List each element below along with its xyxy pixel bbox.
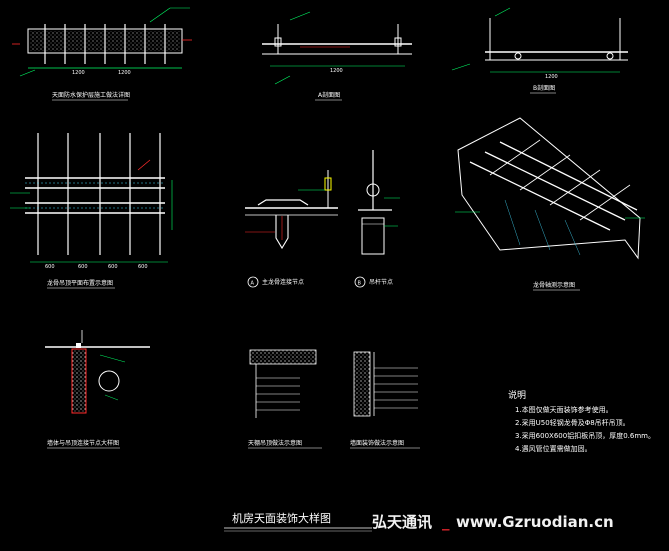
- detail-A-node-label: A 主龙骨连接节点: [247, 276, 304, 288]
- detail-A-node-caption: 主龙骨连接节点: [262, 278, 304, 286]
- note-item-2: 2.采用U50轻钢龙骨及Φ8吊杆吊顶。: [515, 418, 630, 427]
- note-item-1: 1.本图仅做天面装饰参考使用。: [515, 405, 613, 414]
- detail-1-drawing: 1200 1200: [12, 7, 192, 101]
- detail-A-drawing: 1200: [262, 11, 412, 101]
- note-item-3: 3.采用600X600铝扣板吊顶，厚度0.6mm。: [515, 431, 655, 440]
- detail-1-caption: 天面防水保护层施工做法详图: [52, 91, 130, 99]
- detail-grid-caption: 龙骨吊顶平面布置示意图: [47, 279, 113, 287]
- detail-wallfinish-caption: 墙面装饰做法示意图: [350, 439, 404, 447]
- detail-ceiling-drawing: [248, 349, 322, 449]
- notes-block: 说明 1.本图仅做天面装饰参考使用。 2.采用U50轻钢龙骨及Φ8吊杆吊顶。 3…: [508, 389, 655, 453]
- detail-wallfinish-drawing: [350, 351, 420, 449]
- dim-grid-3: 600: [108, 264, 118, 270]
- dim-grid-1: 600: [45, 264, 55, 270]
- watermark-site: www.Gzruodian.cn: [456, 513, 614, 531]
- detail-B-drawing: 1200: [451, 7, 628, 94]
- detail-nodes-drawing: [245, 150, 400, 255]
- detail-grid-drawing: 600 600 600 600: [10, 133, 173, 289]
- detail-ceiling-caption: 天棚吊顶做法示意图: [248, 439, 302, 447]
- detail-wall-drawing: [45, 330, 150, 449]
- watermark: 弘天通讯 _ www.Gzruodian.cn: [372, 513, 614, 531]
- detail-B-caption: B剖面图: [533, 84, 555, 92]
- drawing-title: 机房天面装饰大样图: [232, 511, 331, 525]
- dim-grid-2: 600: [78, 264, 88, 270]
- note-item-4: 4.遇风管位置需做加固。: [515, 444, 592, 453]
- notes-heading: 说明: [508, 389, 526, 401]
- detail-wall-caption: 墙体与吊顶连接节点大样图: [47, 439, 119, 447]
- detail-iso-caption: 龙骨轴测示意图: [533, 281, 575, 289]
- detail-B-node-caption: 吊杆节点: [369, 278, 393, 286]
- dim-b-span: 1200: [545, 74, 558, 80]
- dim-a-span: 1200: [330, 68, 343, 74]
- watermark-brand: 弘天通讯: [372, 513, 432, 531]
- detail-A-caption: A剖面图: [318, 91, 340, 99]
- detail-B-node-marker: B: [358, 281, 362, 287]
- dim-grid-4: 600: [138, 264, 148, 270]
- dim-span-2: 1200: [118, 70, 131, 76]
- detail-A-node-marker: A: [251, 281, 255, 287]
- watermark-separator: _: [442, 513, 450, 531]
- dim-span-1: 1200: [72, 70, 85, 76]
- detail-B-node-label: B 吊杆节点: [354, 276, 393, 288]
- detail-iso-drawing: [455, 117, 645, 291]
